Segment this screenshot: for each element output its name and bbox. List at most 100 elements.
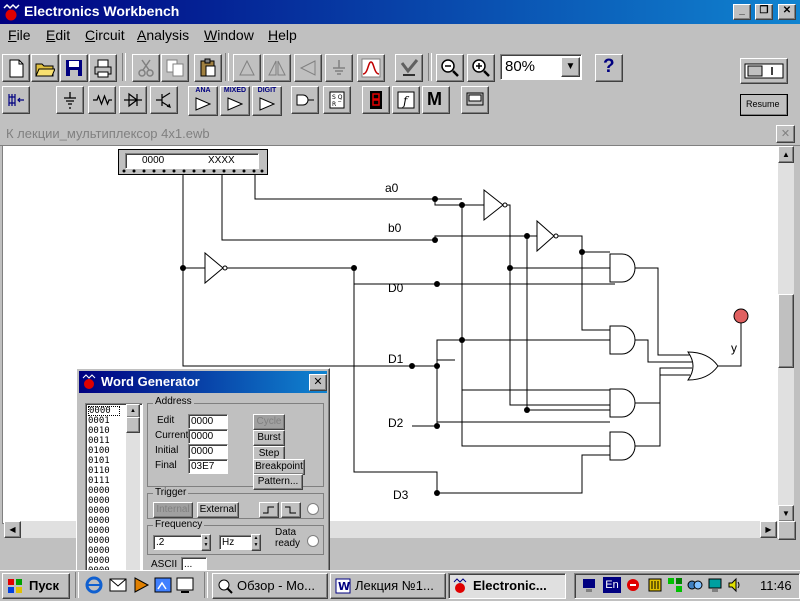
word-list-scroll-thumb[interactable] (126, 417, 140, 433)
external-trigger-button[interactable]: External (197, 502, 239, 518)
zoom-select[interactable]: 80% ▼ (500, 54, 582, 80)
word-list-item[interactable]: 0000 (88, 496, 110, 506)
menu-help[interactable]: Help (268, 27, 297, 43)
word-generator-component[interactable]: 0000 XXXX (118, 149, 268, 175)
word-list-item[interactable]: 0100 (88, 446, 110, 456)
print-button[interactable] (89, 54, 117, 82)
copy-button[interactable] (161, 54, 189, 82)
cut-button[interactable] (132, 54, 160, 82)
word-list-item[interactable]: 0001 (88, 416, 110, 426)
address-edit-field[interactable]: 0000 (188, 414, 228, 429)
instruments-bin-button[interactable] (461, 86, 489, 114)
open-folder-button[interactable] (31, 54, 59, 82)
ie-icon[interactable] (84, 575, 104, 595)
word-list-item[interactable]: 0000 (88, 536, 110, 546)
media-player-icon[interactable] (131, 575, 151, 595)
flip-vertical-button[interactable] (294, 54, 322, 82)
word-list-item[interactable]: 0010 (88, 426, 110, 436)
chevron-down-icon[interactable]: ▼ (561, 57, 580, 77)
mixed-ics-bin-button[interactable]: MIXED (220, 86, 250, 116)
word-list-item[interactable]: 0111 (88, 476, 110, 486)
language-indicator[interactable]: En (603, 577, 621, 593)
menu-circuit[interactable]: Circuit (85, 27, 125, 43)
controls-bin-button[interactable]: f (392, 86, 420, 114)
basic-bin-button[interactable] (88, 86, 116, 114)
menu-analysis[interactable]: Analysis (137, 27, 190, 43)
pattern-button[interactable]: Pattern... (253, 474, 303, 490)
task-electronics-workbench[interactable]: Electronic... (448, 573, 566, 599)
indicators-bin-button[interactable] (362, 86, 390, 114)
outlook-icon[interactable] (108, 575, 128, 595)
frequency-value-field[interactable]: .2 (153, 535, 203, 550)
flip-horizontal-button[interactable] (263, 54, 291, 82)
menu-file[interactable]: File (8, 27, 31, 43)
address-final-field[interactable]: 03E7 (188, 459, 228, 474)
battery-icon[interactable] (647, 577, 663, 593)
cycle-button[interactable]: Cycle (253, 414, 285, 430)
vertical-scroll-thumb[interactable] (778, 294, 794, 368)
word-list-item[interactable]: 0000 (88, 406, 120, 416)
frequency-spinner[interactable]: ▲▼ (201, 534, 211, 551)
word-list-item[interactable]: 0000 (88, 556, 110, 566)
status-lights-icon[interactable] (667, 577, 683, 593)
scroll-up-icon[interactable]: ▲ (778, 146, 794, 163)
create-subcircuit-button[interactable] (395, 54, 423, 82)
rotate-button[interactable] (233, 54, 261, 82)
network-icon[interactable] (581, 577, 597, 593)
scroll-right-icon[interactable]: ▶ (760, 521, 777, 538)
scroll-up-icon[interactable]: ▲ (126, 404, 140, 418)
save-button[interactable] (60, 54, 88, 82)
task-obzor[interactable]: Обзор - Mo... (212, 573, 328, 599)
logic-gates-bin-button[interactable] (291, 86, 319, 114)
menu-edit[interactable]: Edit (46, 27, 71, 43)
help-button[interactable]: ? (595, 54, 623, 82)
component-properties-button[interactable] (325, 54, 353, 82)
monitor-icon[interactable] (707, 577, 723, 593)
burst-button[interactable]: Burst (253, 430, 285, 446)
restore-button[interactable]: ❐ (755, 4, 773, 20)
diodes-bin-button[interactable] (119, 86, 147, 114)
paste-button[interactable] (194, 54, 222, 82)
unit-spinner[interactable]: ▲▼ (251, 534, 261, 551)
word-list-item[interactable]: 0011 (88, 436, 110, 446)
internal-trigger-button[interactable]: Internal (153, 502, 193, 518)
show-desktop-icon[interactable] (175, 575, 195, 595)
address-initial-field[interactable]: 0000 (188, 444, 228, 459)
task-word-document[interactable]: W Лекция №1... (330, 573, 446, 599)
antivirus-icon[interactable] (625, 577, 641, 593)
miscellaneous-bin-button[interactable]: M (422, 86, 450, 114)
word-list-item[interactable]: 0000 (88, 526, 110, 536)
word-list-item[interactable]: 0000 (88, 546, 110, 556)
minimize-button[interactable]: _ (733, 4, 751, 20)
power-switch[interactable] (740, 58, 788, 84)
volume-icon[interactable] (727, 577, 743, 593)
channels-icon[interactable] (153, 575, 173, 595)
breakpoint-button[interactable]: Breakpoint (253, 459, 305, 475)
analysis-graphs-button[interactable] (357, 54, 385, 82)
word-list-item[interactable]: 0000 (88, 516, 110, 526)
zoom-out-button[interactable] (436, 54, 464, 82)
resume-button[interactable]: Resume (740, 94, 788, 116)
zoom-in-button[interactable] (467, 54, 495, 82)
word-list-item[interactable]: 0000 (88, 486, 110, 496)
new-file-button[interactable] (2, 54, 30, 82)
sources-bin-button[interactable] (56, 86, 84, 114)
address-current-field[interactable]: 0000 (188, 429, 228, 444)
analog-ics-bin-button[interactable]: ANA (188, 86, 218, 116)
rising-edge-button[interactable] (259, 502, 279, 518)
transistors-bin-button[interactable] (150, 86, 178, 114)
word-list-item[interactable]: 0101 (88, 456, 110, 466)
word-generator-close-button[interactable]: ✕ (309, 374, 327, 391)
digital-ics-bin-button[interactable]: DIGIT (252, 86, 282, 116)
word-list-item[interactable]: 0110 (88, 466, 110, 476)
scroll-left-icon[interactable]: ◀ (4, 521, 21, 538)
word-list-item[interactable]: 0000 (88, 506, 110, 516)
vertical-scrollbar[interactable]: ▲ ▼ (778, 146, 794, 522)
menu-window[interactable]: Window (204, 27, 254, 43)
document-close-button[interactable]: ✕ (776, 125, 795, 143)
start-button[interactable]: Пуск (2, 573, 70, 599)
close-button[interactable]: ✕ (778, 4, 796, 20)
word-list-scrollbar[interactable]: ▲ (126, 404, 140, 572)
